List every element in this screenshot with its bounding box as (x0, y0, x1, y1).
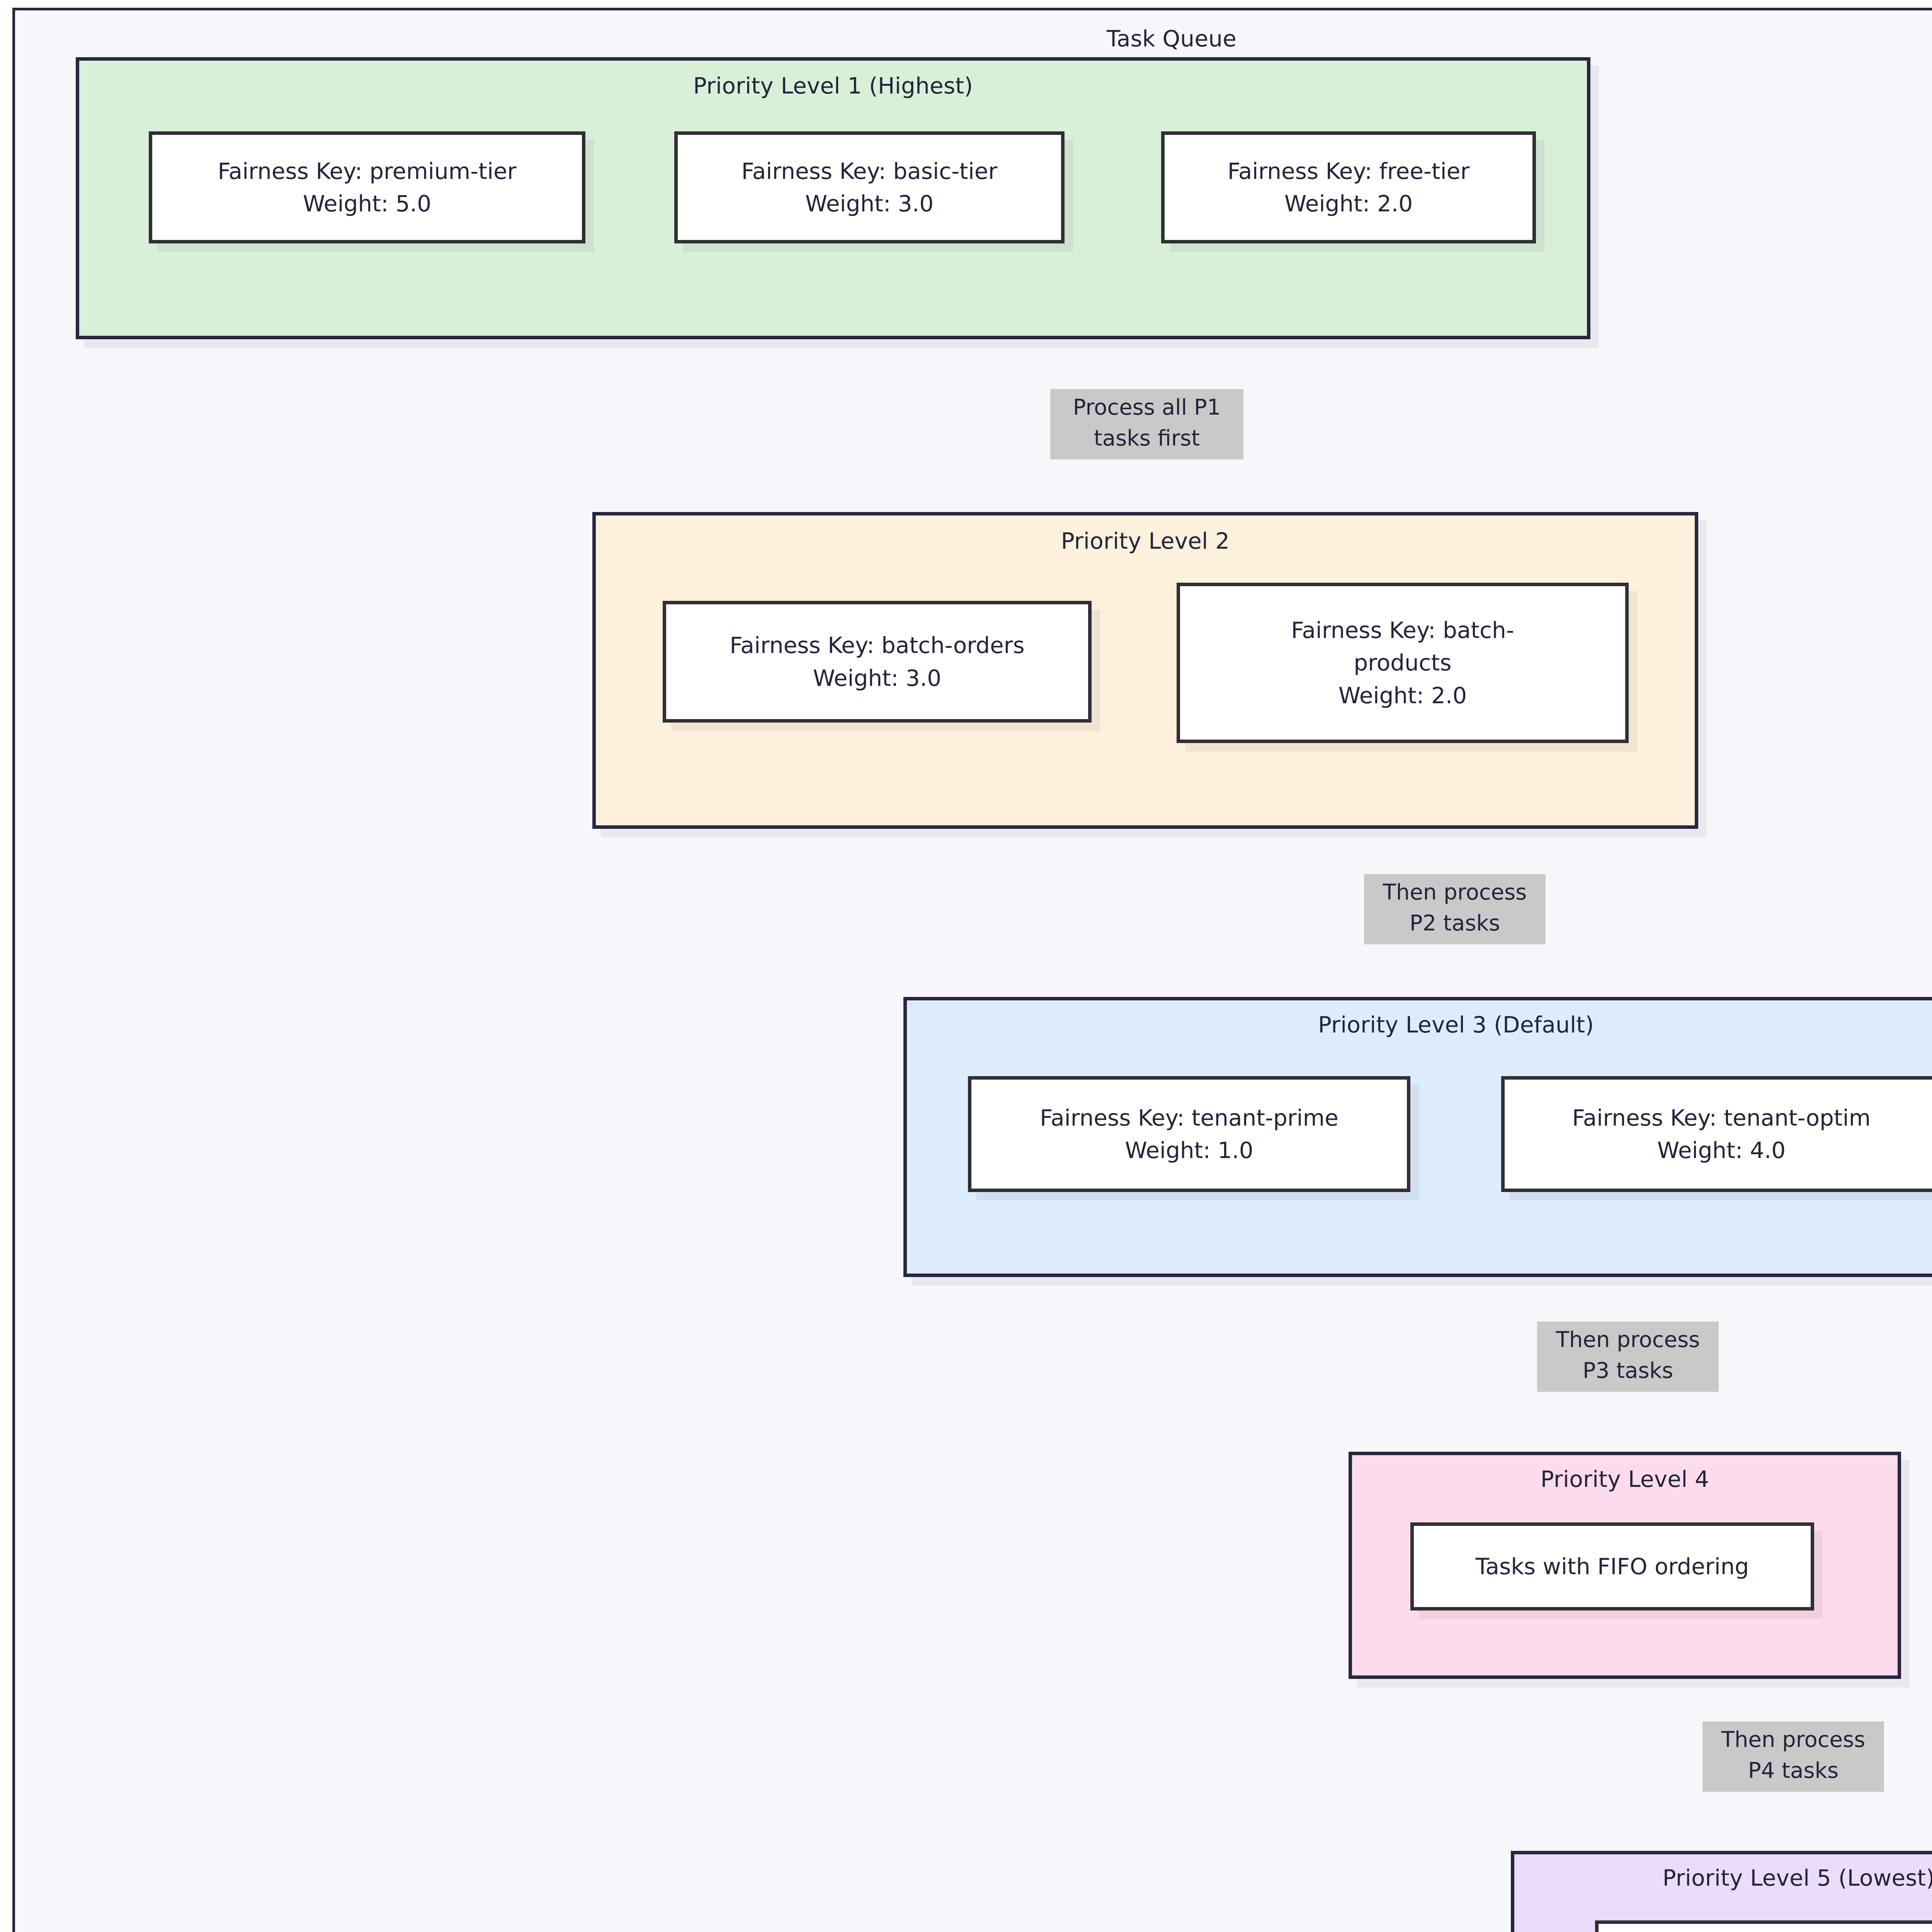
card-weight-line: Weight: 3.0 (813, 665, 942, 691)
card-fairness-tenant-prime[interactable]: Fairness Key: tenant-prime Weight: 1.0 (968, 1076, 1410, 1192)
card-key-line-2: products (1354, 650, 1452, 676)
card-fairness-premium-tier[interactable]: Fairness Key: premium-tier Weight: 5.0 (149, 131, 585, 243)
card-fairness-batch-products[interactable]: Fairness Key: batch- products Weight: 2.… (1177, 583, 1629, 743)
cluster-priority-level-5-title: Priority Level 5 (Lowest) (1662, 1865, 1932, 1891)
card-key-line: Fairness Key: tenant-optim (1572, 1104, 1871, 1131)
card-key-line: Tasks with FIFO ordering (1475, 1553, 1749, 1580)
card-weight-line: Weight: 2.0 (1338, 682, 1467, 709)
cluster-priority-level-2-title: Priority Level 2 (1061, 528, 1230, 554)
card-fairness-batch-orders[interactable]: Fairness Key: batch-orders Weight: 3.0 (663, 601, 1092, 723)
card-fairness-free-tier[interactable]: Fairness Key: free-tier Weight: 2.0 (1161, 131, 1536, 243)
edge-label-p2-to-p3: Then process P2 tasks (1364, 874, 1546, 944)
card-weight-line: Weight: 4.0 (1657, 1137, 1786, 1163)
cluster-task-queue-title: Task Queue (1106, 26, 1237, 52)
edge-label-p4-to-p5: Then process P4 tasks (1702, 1721, 1884, 1792)
card-key-line: Fairness Key: basic-tier (741, 158, 998, 184)
cluster-priority-level-4-title: Priority Level 4 (1540, 1466, 1709, 1492)
cluster-priority-level-5[interactable] (1511, 1851, 1932, 1932)
card-key-line: Fairness Key: batch- (1291, 617, 1514, 644)
card-weight-line: Weight: 1.0 (1125, 1137, 1253, 1163)
card-fairness-tenant-optim[interactable]: Fairness Key: tenant-optim Weight: 4.0 (1501, 1076, 1932, 1192)
card-fifo-ordering-p4[interactable]: Tasks with FIFO ordering (1410, 1522, 1814, 1611)
edge-label-p3-to-p4: Then process P3 tasks (1537, 1321, 1719, 1392)
card-weight-line: Weight: 2.0 (1284, 190, 1413, 217)
card-key-line: Fairness Key: batch-orders (730, 632, 1025, 659)
card-fairness-basic-tier[interactable]: Fairness Key: basic-tier Weight: 3.0 (674, 131, 1065, 243)
card-key-line: Fairness Key: tenant-prime (1040, 1104, 1338, 1131)
cluster-priority-level-1-title: Priority Level 1 (Highest) (693, 73, 973, 99)
edge-label-p1-to-p2: Process all P1 tasks first (1050, 389, 1243, 459)
card-weight-line: Weight: 5.0 (303, 190, 432, 217)
card-key-line: Fairness Key: premium-tier (218, 158, 517, 184)
card-weight-line: Weight: 3.0 (805, 190, 934, 217)
cluster-priority-level-3-title: Priority Level 3 (Default) (1318, 1012, 1594, 1038)
card-key-line: Fairness Key: free-tier (1227, 158, 1470, 184)
card-fifo-ordering-p5[interactable]: Tasks with FIFO ordering (1595, 1920, 1932, 1932)
